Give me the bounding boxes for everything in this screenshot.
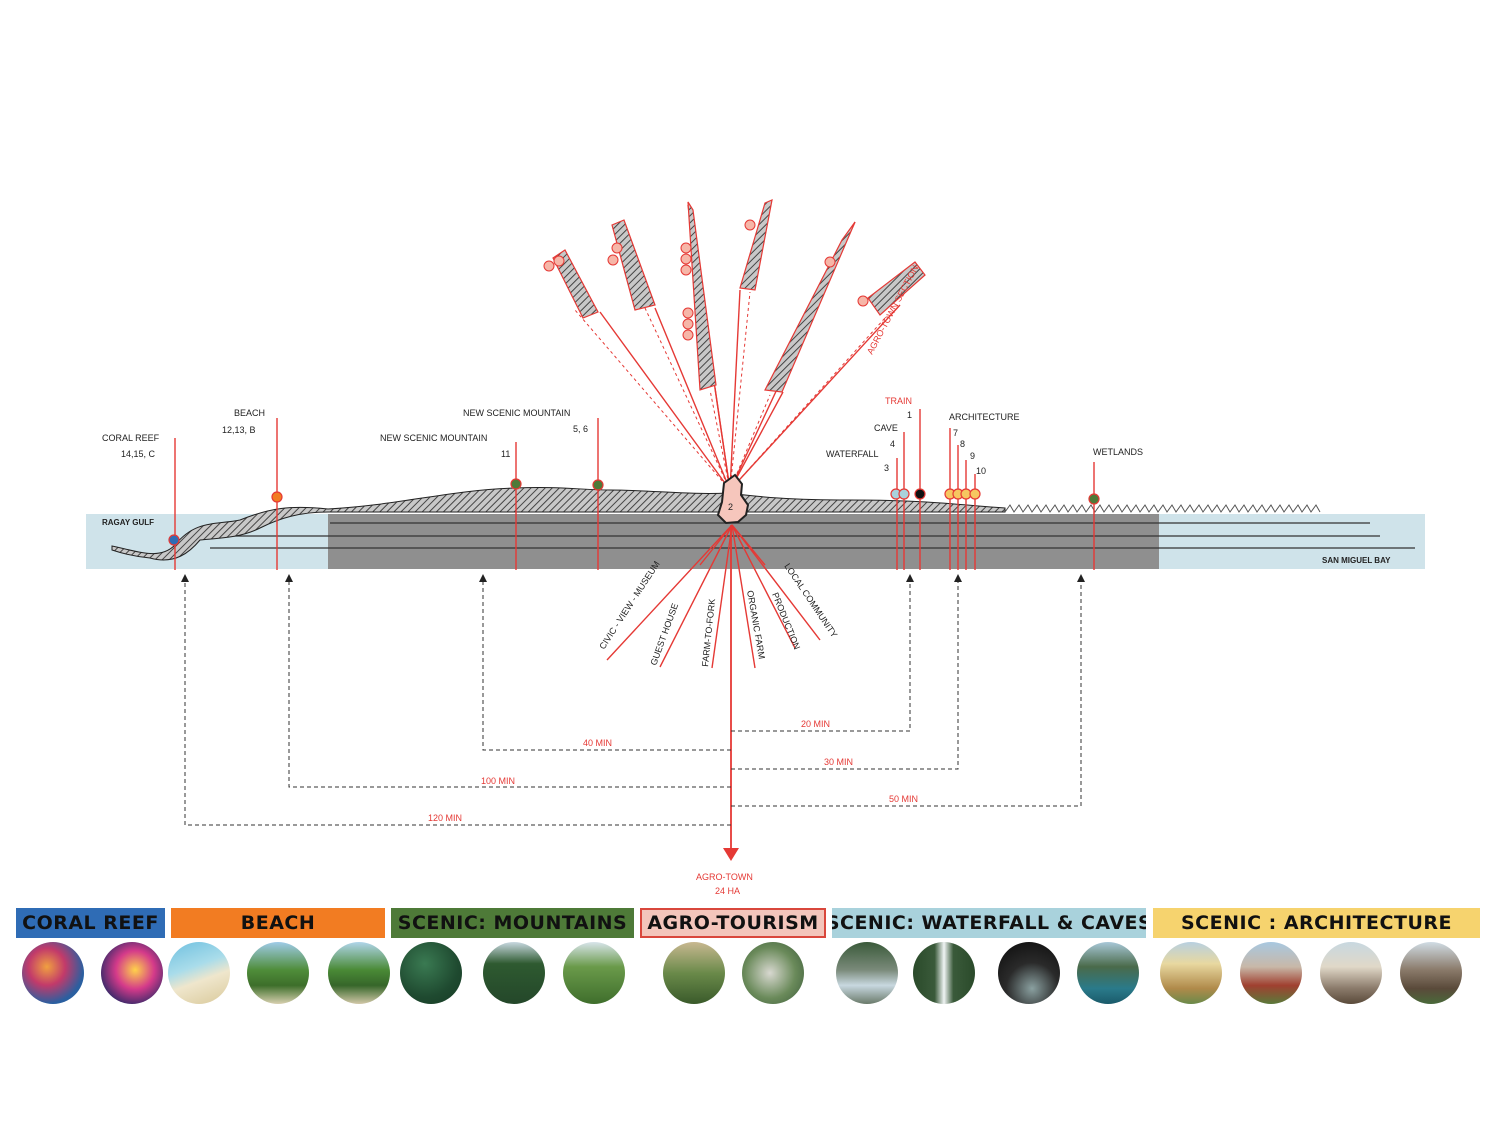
feature-name: NEW SCENIC MOUNTAIN	[463, 408, 570, 418]
program-label: FARM-TO-FORK	[700, 598, 717, 667]
feature-name: BEACH	[234, 408, 265, 418]
fan-ray	[599, 311, 731, 491]
architecture-photo	[1160, 942, 1222, 1004]
feature-markers: CORAL REEF 14,15, C BEACH 12,13, B NEW S…	[102, 396, 1143, 570]
feature-name: CORAL REEF	[102, 433, 160, 443]
beach-photo	[328, 942, 390, 1004]
feature-ref: 8	[960, 439, 965, 449]
section-blade	[739, 199, 773, 291]
category-coral-reef: CORAL REEF	[16, 908, 165, 938]
category-scenic-mountains: SCENIC: MOUNTAINS	[391, 908, 634, 938]
fan-ray	[654, 307, 731, 491]
section-blade	[552, 249, 599, 319]
category-agro-tourism: AGRO-TOURISM	[640, 908, 826, 938]
travel-time: 50 MIN	[889, 794, 918, 804]
feature-ref: 4	[890, 439, 895, 449]
mountain-photo	[563, 942, 625, 1004]
section-blade	[764, 221, 856, 393]
section-blade	[687, 201, 717, 391]
travel-time: 30 MIN	[824, 757, 853, 767]
architecture-photo	[1240, 942, 1302, 1004]
architecture-photo	[1400, 942, 1462, 1004]
train-marker	[914, 488, 926, 500]
feature-ref: 12,13, B	[222, 425, 256, 435]
category-scenic-waterfall-caves: SCENIC: WATERFALL & CAVES	[832, 908, 1146, 938]
feature-name: NEW SCENIC MOUNTAIN	[380, 433, 487, 443]
beach-photo	[168, 942, 230, 1004]
left-water-label: RAGAY GULF	[102, 518, 154, 527]
travel-time: 120 MIN	[428, 813, 462, 823]
cave-photo	[998, 942, 1060, 1004]
cave-photo	[1077, 942, 1139, 1004]
feature-ref: 1	[907, 410, 912, 420]
destination-name: AGRO-TOWN	[696, 872, 753, 882]
feature-name: WETLANDS	[1093, 447, 1143, 457]
wetlands-marker	[1088, 493, 1100, 505]
feature-name: TRAIN	[885, 396, 912, 406]
waterfall-photo	[913, 942, 975, 1004]
fan-ray	[729, 391, 784, 491]
main-axis-arrowhead	[723, 848, 739, 861]
feature-name: ARCHITECTURE	[949, 412, 1020, 422]
feature-ref: 3	[884, 463, 889, 473]
section-fan: AGRO-TOWN SECTION	[543, 199, 926, 491]
wetland-texture	[1004, 504, 1321, 513]
section-label: AGRO-TOWN SECTION	[865, 264, 920, 356]
program-label: PRODUCTION	[770, 591, 802, 651]
travel-routes	[181, 574, 1085, 826]
beach-photo	[247, 942, 309, 1004]
travel-time: 20 MIN	[801, 719, 830, 729]
fan-ray	[714, 387, 731, 491]
blade-markers	[543, 219, 869, 341]
beach-marker	[271, 491, 283, 503]
destination-area: 24 HA	[715, 886, 740, 896]
fan-ray	[729, 289, 741, 491]
category-beach: BEACH	[171, 908, 385, 938]
cave-marker	[898, 488, 910, 500]
right-water-label: SAN MIGUEL BAY	[1322, 556, 1391, 565]
feature-name: WATERFALL	[826, 449, 879, 459]
mountain-photo	[483, 942, 545, 1004]
program-rays	[606, 524, 821, 669]
coral-reef-photo	[22, 942, 84, 1004]
waterfall-photo	[836, 942, 898, 1004]
travel-time: 100 MIN	[481, 776, 515, 786]
architecture-marker	[969, 488, 981, 500]
feature-ref: 5, 6	[573, 424, 588, 434]
feature-name: CAVE	[874, 423, 898, 433]
coral-reef-marker	[168, 534, 180, 546]
feature-ref: 14,15, C	[121, 449, 156, 459]
section-blade	[867, 261, 926, 316]
program-label: CIVIC - VIEW - MUSEUM	[597, 559, 661, 651]
section-blade	[611, 219, 656, 311]
feature-ref: 10	[976, 466, 986, 476]
fan-ray	[729, 291, 751, 491]
fan-ray	[709, 389, 731, 491]
coral-reef-photo	[101, 942, 163, 1004]
category-scenic-architecture: SCENIC : ARCHITECTURE	[1153, 908, 1480, 938]
agro-town-shape	[716, 473, 750, 525]
architecture-photo	[1320, 942, 1382, 1004]
land-section	[328, 514, 1159, 569]
mountain-marker	[510, 478, 522, 490]
feature-ref: 11	[501, 449, 510, 459]
mountain-marker	[592, 479, 604, 491]
mountain-photo	[400, 942, 462, 1004]
agro-tourism-photo	[663, 942, 725, 1004]
agro-tourism-photo	[742, 942, 804, 1004]
travel-time: 40 MIN	[583, 738, 612, 748]
feature-ref: 9	[970, 451, 975, 461]
fan-ray	[729, 394, 771, 491]
fan-ray	[729, 304, 901, 491]
feature-ref: 7	[953, 428, 958, 438]
town-marker-number: 2	[728, 502, 733, 512]
